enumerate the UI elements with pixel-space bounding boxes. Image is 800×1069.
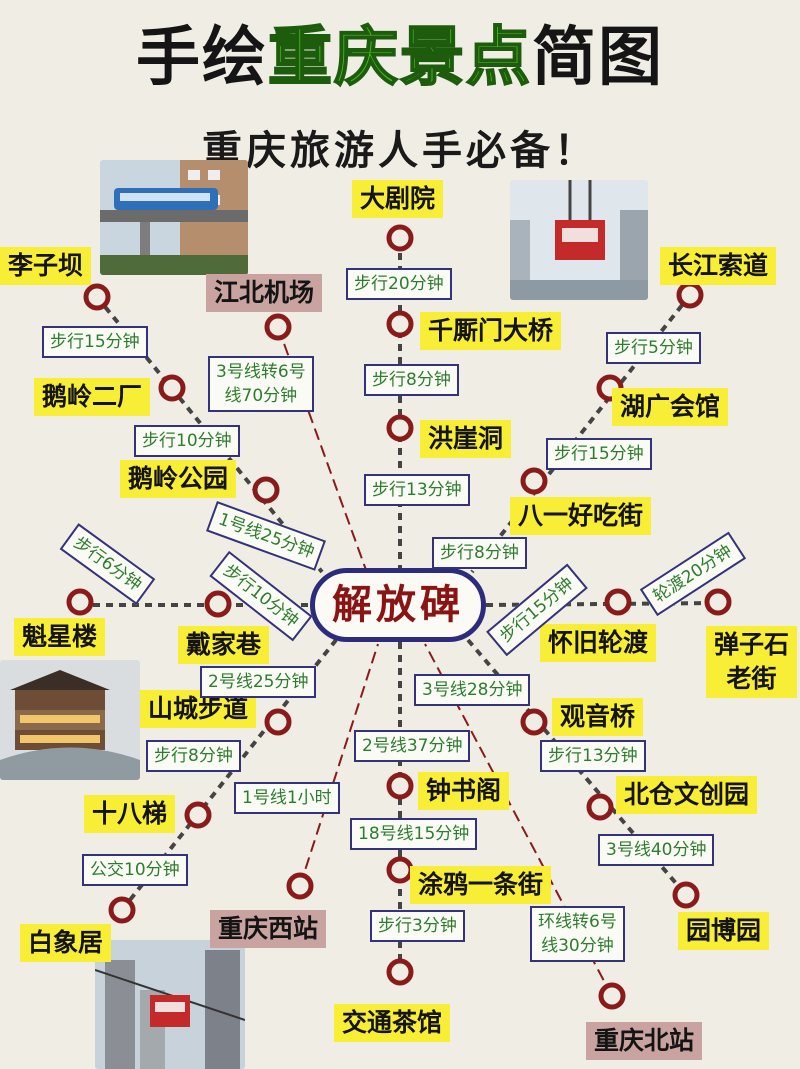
nodes	[66, 224, 732, 1010]
route-liziba-eling2: 步行15分钟	[42, 326, 148, 358]
route-eling2-elinggy: 步行10分钟	[134, 425, 240, 457]
route-jiefangbei-guanyinqiao: 3号线28分钟	[414, 674, 531, 706]
node-beicang	[586, 793, 614, 821]
label-hu-guang-hui-guan[interactable]: 湖广会馆	[612, 388, 729, 426]
route-shibati-baixiang: 公交10分钟	[82, 854, 188, 886]
route-qiansimen-hongyadong: 步行8分钟	[364, 364, 459, 396]
rail-xizhan	[299, 643, 379, 887]
node-guanyinqiao	[520, 708, 548, 736]
node-yuanboyuan	[672, 881, 700, 909]
title-part3: 简图	[532, 21, 664, 95]
route-jiefangbei-xizhan: 1号线1小时	[234, 782, 340, 814]
node-jiaotong	[386, 958, 414, 986]
title-part2: 重庆景点	[267, 20, 532, 96]
label-ba-yi-hao-chi-jie[interactable]: 八一好吃街	[510, 497, 652, 535]
title-part1: 手绘	[136, 21, 268, 95]
cable-car-city-photo	[95, 940, 245, 1069]
label-chang-jiang-suo-dao[interactable]: 长江索道	[660, 247, 777, 285]
node-tanzishi	[704, 588, 732, 616]
monorail-photo	[100, 160, 248, 275]
route-huguang-bayi: 步行15分钟	[546, 438, 652, 470]
node-huaijiu	[604, 588, 632, 616]
label-zhong-shu-ge[interactable]: 钟书阁	[418, 772, 510, 810]
node-daijia	[204, 590, 232, 618]
route-jiefangbei-zhongshuge: 2号线37分钟	[354, 730, 471, 762]
node-baixiang	[108, 896, 136, 924]
label-e-ling-gong-yuan[interactable]: 鹅岭公园	[120, 460, 237, 498]
label-kui-xing-lou[interactable]: 魁星楼	[14, 618, 106, 656]
label-da-ju-yuan[interactable]: 大剧院	[352, 180, 444, 218]
node-hongyadong	[386, 414, 414, 442]
node-kuixing	[66, 588, 94, 616]
node-liziba	[83, 283, 111, 311]
node-changjiang	[676, 281, 704, 309]
route-jiefangbei-beizhan: 环线转6号 线30分钟	[530, 906, 625, 962]
label-jiao-tong-cha-guan[interactable]: 交通茶馆	[334, 1004, 451, 1042]
node-bayi	[520, 467, 548, 495]
label-chong-qing-bei-zhan[interactable]: 重庆北站	[586, 1022, 703, 1060]
node-xizhan	[286, 872, 314, 900]
route-beicang-yuanboyuan: 3号线40分钟	[598, 834, 715, 866]
label-li-zi-ba[interactable]: 李子坝	[0, 247, 92, 285]
route-zhongshuge-tuya: 18号线15分钟	[350, 818, 478, 850]
label-dai-jia-xiang[interactable]: 戴家巷	[178, 626, 270, 664]
label-qian-si-men[interactable]: 千厮门大桥	[420, 312, 562, 350]
node-tuya	[386, 856, 414, 884]
label-jiang-bei-ji-chang[interactable]: 江北机场	[206, 274, 323, 312]
route-dajuyuan-qiansimen: 步行20分钟	[346, 268, 452, 300]
route-changjiang-huguang: 步行5分钟	[606, 332, 701, 364]
cable-car-photo	[510, 180, 648, 300]
label-bei-cang[interactable]: 北仓文创园	[616, 776, 758, 814]
node-eling2	[158, 374, 186, 402]
node-beizhan	[598, 982, 626, 1010]
label-huai-jiu-lun-du[interactable]: 怀旧轮渡	[540, 624, 657, 662]
label-shi-ba-ti[interactable]: 十八梯	[84, 795, 176, 833]
page-title: 手绘重庆景点简图	[0, 18, 800, 98]
jiefangbei-center[interactable]: 解放碑	[310, 568, 486, 642]
label-tan-zi-shi[interactable]: 弹子石 老街	[706, 626, 798, 698]
label-bai-xiang-ju[interactable]: 白象居	[20, 924, 112, 962]
node-qiansimen	[386, 310, 414, 338]
route-bayi-jiefangbei: 步行8分钟	[432, 537, 527, 569]
route-hongyadong-jiefangbei: 步行13分钟	[364, 474, 470, 506]
route-shancheng-shibati: 步行8分钟	[146, 740, 241, 772]
label-hong-ya-dong[interactable]: 洪崖洞	[420, 420, 512, 458]
node-shibati	[184, 801, 212, 829]
node-elinggy	[252, 476, 280, 504]
label-shan-cheng-bu-dao[interactable]: 山城步道	[140, 690, 257, 728]
route-tuya-jiaotong: 步行3分钟	[370, 910, 465, 942]
route-jiefangbei-shancheng: 2号线25分钟	[200, 666, 317, 698]
node-shancheng	[264, 708, 292, 736]
hongyadong-photo	[0, 660, 140, 780]
label-yuan-bo-yuan[interactable]: 园博园	[678, 912, 770, 950]
route-guanyinqiao-beicang: 步行13分钟	[540, 740, 646, 772]
node-jiangbei	[264, 313, 292, 341]
node-dajuyuan	[386, 224, 414, 252]
label-chong-qing-xi-zhan[interactable]: 重庆西站	[210, 910, 327, 948]
page-subtitle: 重庆旅游人手必备！	[202, 128, 598, 174]
label-guan-yin-qiao[interactable]: 观音桥	[552, 698, 644, 736]
label-tu-ya-jie[interactable]: 涂鸦一条街	[410, 866, 552, 904]
route-jiangbei-jiefangbei: 3号线转6号 线70分钟	[208, 356, 314, 412]
node-zhongshuge	[386, 772, 414, 800]
label-e-ling-er-chang[interactable]: 鹅岭二厂	[34, 378, 151, 416]
